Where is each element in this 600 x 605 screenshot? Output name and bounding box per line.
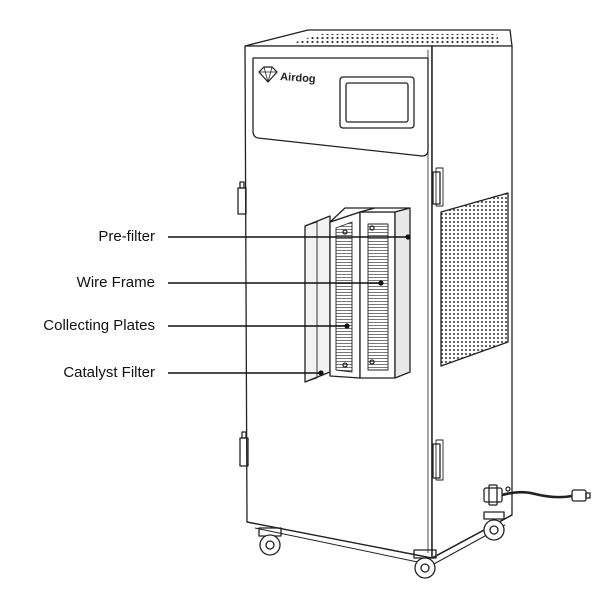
callout-leaders [168, 234, 411, 376]
pre-filter [394, 207, 411, 379]
label-collecting-plates: Collecting Plates [43, 317, 155, 334]
diamond-logo-icon [258, 66, 278, 83]
display-screen-frame [339, 76, 415, 129]
display-screen [345, 82, 409, 123]
left-hinge-top [237, 187, 247, 215]
leader-dot-collecting-plates [344, 323, 350, 329]
side-hinge-bottom [432, 443, 441, 479]
top-grille [290, 34, 499, 44]
caster-rear [483, 511, 505, 541]
front-top-panel [252, 57, 429, 157]
label-catalyst-filter: Catalyst Filter [63, 364, 155, 381]
filter-assembly [304, 207, 411, 383]
label-pre-filter: Pre-filter [98, 228, 155, 245]
leader-dot-wire-frame [378, 280, 384, 286]
leader-dot-catalyst-filter [318, 370, 324, 376]
side-hinge-top [432, 171, 441, 205]
power-cord [483, 484, 591, 506]
caster-front-right [413, 549, 437, 579]
side-vent [440, 192, 509, 367]
brand-name: Airdog [280, 71, 316, 85]
catalyst-filter [304, 215, 331, 383]
caster-front-left [258, 527, 282, 556]
label-wire-frame: Wire Frame [76, 274, 155, 291]
leader-dot-pre-filter [405, 234, 411, 240]
